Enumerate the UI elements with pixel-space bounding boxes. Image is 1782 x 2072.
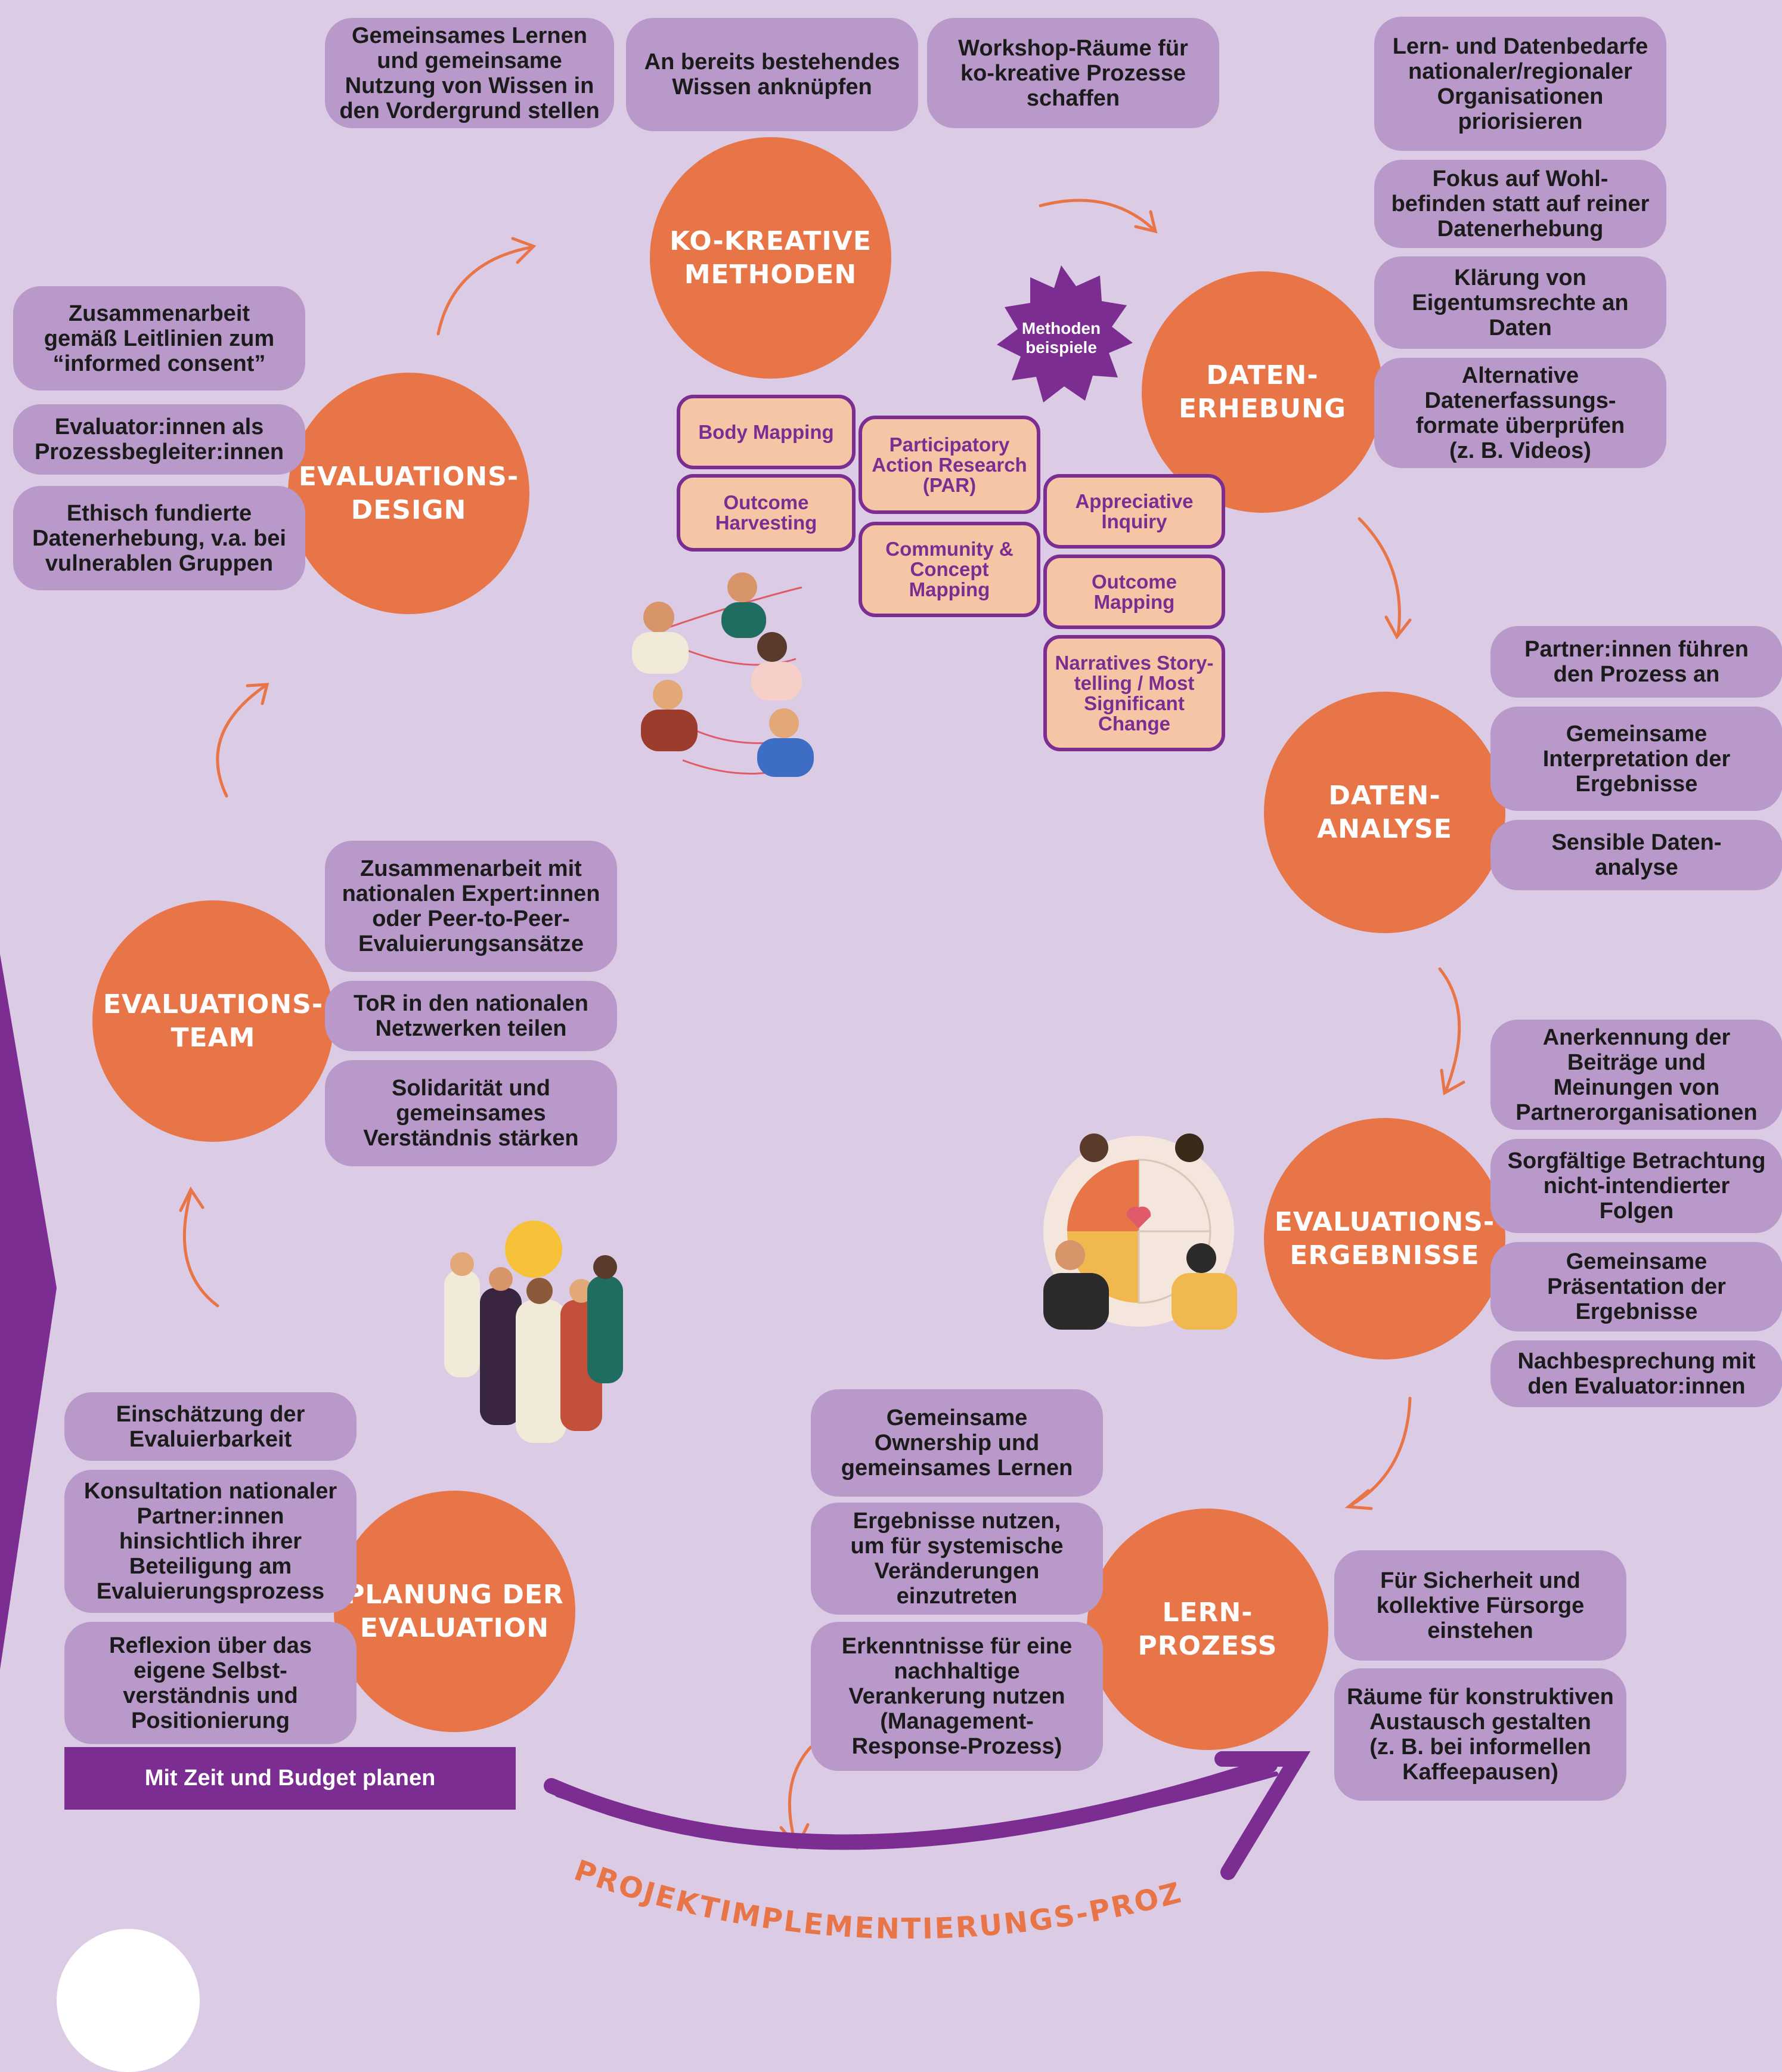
ko-kreative-item: An bereits bestehendes Wissen anknüpfen [626, 18, 918, 131]
stage-lern-prozess: LERN- PROZESS [1087, 1509, 1328, 1750]
eval-design-item: Ethisch fundierte Datenerhebung, v.a. be… [13, 486, 305, 590]
daten-erhebung-item: Fokus auf Wohl- befinden statt auf reine… [1374, 160, 1666, 248]
planung-item: Reflexion über das eigene Selbst- verstä… [64, 1622, 357, 1744]
lern-prozess-item: Für Sicherheit und kollektive Fürsorge e… [1334, 1550, 1626, 1661]
ko-kreative-item: Gemeinsames Lernen und gemeinsame Nutzun… [325, 18, 614, 128]
cycle-arrows [179, 199, 1465, 1880]
lern-prozess-item: Erkenntnisse für eine nachhaltige Verank… [811, 1622, 1103, 1771]
method-outcome-harvesting: Outcome Harvesting [677, 474, 856, 552]
method-narratives-storytelling: Narratives Story- telling / Most Signifi… [1043, 635, 1225, 751]
decorative-white-circle [57, 1929, 200, 2072]
illustration-puzzle-team [1037, 1130, 1240, 1333]
stage-daten-erhebung: DATEN- ERHEBUNG [1142, 271, 1383, 513]
planung-banner: Mit Zeit und Budget planen [64, 1747, 516, 1810]
illustration-people-connected [623, 569, 844, 808]
daten-analyse-item: Gemeinsame Interpretation der Ergebnisse [1490, 707, 1782, 811]
planung-item: Konsultation nationaler Partner:innen hi… [64, 1470, 357, 1613]
method-appreciative-inquiry: Appreciative Inquiry [1043, 474, 1225, 549]
daten-erhebung-item: Lern- und Datenbedarfe nationaler/region… [1374, 17, 1666, 151]
stage-evaluations-design: EVALUATIONS- DESIGN [288, 373, 529, 614]
illustration-team-lightbulb [432, 1216, 641, 1455]
lern-prozess-item: Räume für konstruktiven Austausch gestal… [1334, 1668, 1626, 1801]
eval-ergebnisse-item: Gemeinsame Präsentation der Ergebnisse [1490, 1242, 1782, 1331]
eval-ergebnisse-item: Anerkennung der Beiträge und Meinungen v… [1490, 1020, 1782, 1130]
ko-kreative-item: Workshop-Räume für ko-kreative Prozesse … [927, 18, 1219, 128]
planung-item: Einschätzung der Evaluierbarkeit [64, 1392, 357, 1461]
eval-design-item: Evaluator:innen als Prozessbegleiter:inn… [13, 404, 305, 475]
daten-erhebung-item: Klärung von Eigentumsrechte an Daten [1374, 256, 1666, 349]
eval-ergebnisse-item: Sorgfältige Betrachtung nicht-intendiert… [1490, 1139, 1782, 1233]
lern-prozess-item: Ergebnisse nutzen, um für systemische Ve… [811, 1503, 1103, 1615]
daten-erhebung-item: Alternative Datenerfassungs- formate übe… [1374, 358, 1666, 468]
methods-badge-label: Methoden beispiele [1021, 319, 1101, 357]
eval-team-item: Solidarität und gemeinsames Verständnis … [325, 1060, 617, 1166]
eval-design-item: Zusammenarbeit gemäß Leitlinien zum “inf… [13, 286, 305, 391]
stage-ko-kreative-methoden: KO-KREATIVE METHODEN [650, 137, 891, 379]
stage-planung-der-evaluation: PLANUNG DER EVALUATION [334, 1491, 575, 1732]
daten-analyse-item: Partner:innen führen den Prozess an [1490, 626, 1782, 698]
method-outcome-mapping: Outcome Mapping [1043, 555, 1225, 629]
methods-badge-star [997, 265, 1133, 402]
method-body-mapping: Body Mapping [677, 395, 856, 469]
left-edge-shape [0, 954, 57, 1670]
stage-evaluations-team: EVALUATIONS- TEAM [92, 900, 334, 1142]
method-community-concept-mapping: Community & Concept Mapping [859, 522, 1040, 617]
method-participatory-action-research: Participatory Action Research (PAR) [859, 416, 1040, 514]
eval-team-item: ToR in den nationalen Netzwerken teilen [325, 981, 617, 1051]
stage-evaluations-ergebnisse: EVALUATIONS- ERGEBNISSE [1264, 1118, 1505, 1359]
lern-prozess-item: Gemeinsame Ownership und gemeinsames Ler… [811, 1389, 1103, 1497]
eval-team-item: Zusammenarbeit mit nationalen Expert:inn… [325, 841, 617, 972]
daten-analyse-item: Sensible Daten- analyse [1490, 820, 1782, 890]
eval-ergebnisse-item: Nachbesprechung mit den Evaluator:innen [1490, 1340, 1782, 1407]
stage-daten-analyse: DATEN- ANALYSE [1264, 692, 1505, 933]
